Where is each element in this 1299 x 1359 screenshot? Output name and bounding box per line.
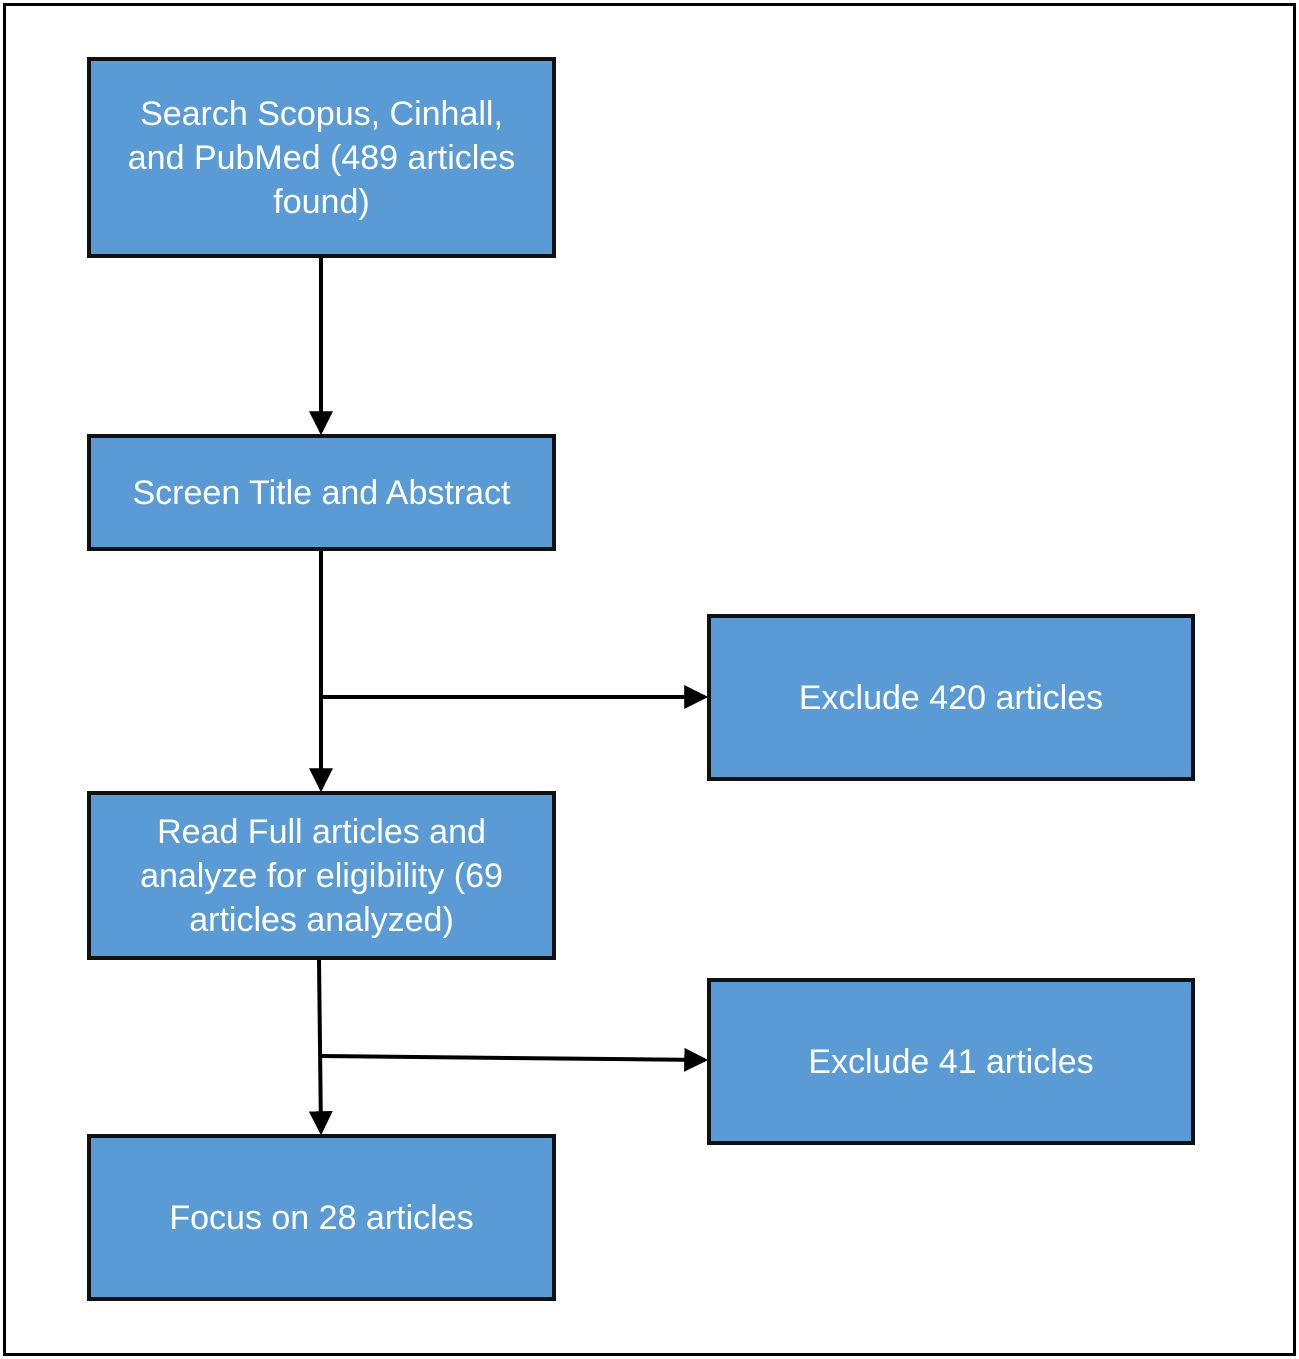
focus-28-label: Focus on 28 articles <box>169 1198 474 1237</box>
focus-28-box: Focus on 28 articles <box>87 1134 556 1301</box>
exclude-420-label: Exclude 420 articles <box>798 678 1104 717</box>
exclude-41-box: Exclude 41 articles <box>707 978 1195 1145</box>
screen-title-abstract-label: Screen Title and Abstract <box>132 473 511 512</box>
screen-title-abstract-box: Screen Title and Abstract <box>87 434 556 551</box>
diagram-frame <box>3 3 1296 1356</box>
arrow-to-exclude-41 <box>320 1047 709 1072</box>
search-databases-label: Search Scopus, Cinhall, and PubMed (489 … <box>127 94 516 221</box>
search-databases-box: Search Scopus, Cinhall, and PubMed (489 … <box>87 57 556 258</box>
read-full-articles-box: Read Full articles and analyze for eligi… <box>87 791 556 960</box>
exclude-420-box: Exclude 420 articles <box>707 614 1195 781</box>
read-full-articles-label: Read Full articles and analyze for eligi… <box>140 812 503 939</box>
exclude-41-label: Exclude 41 articles <box>808 1042 1094 1081</box>
arrow-read-to-focus <box>308 959 333 1136</box>
